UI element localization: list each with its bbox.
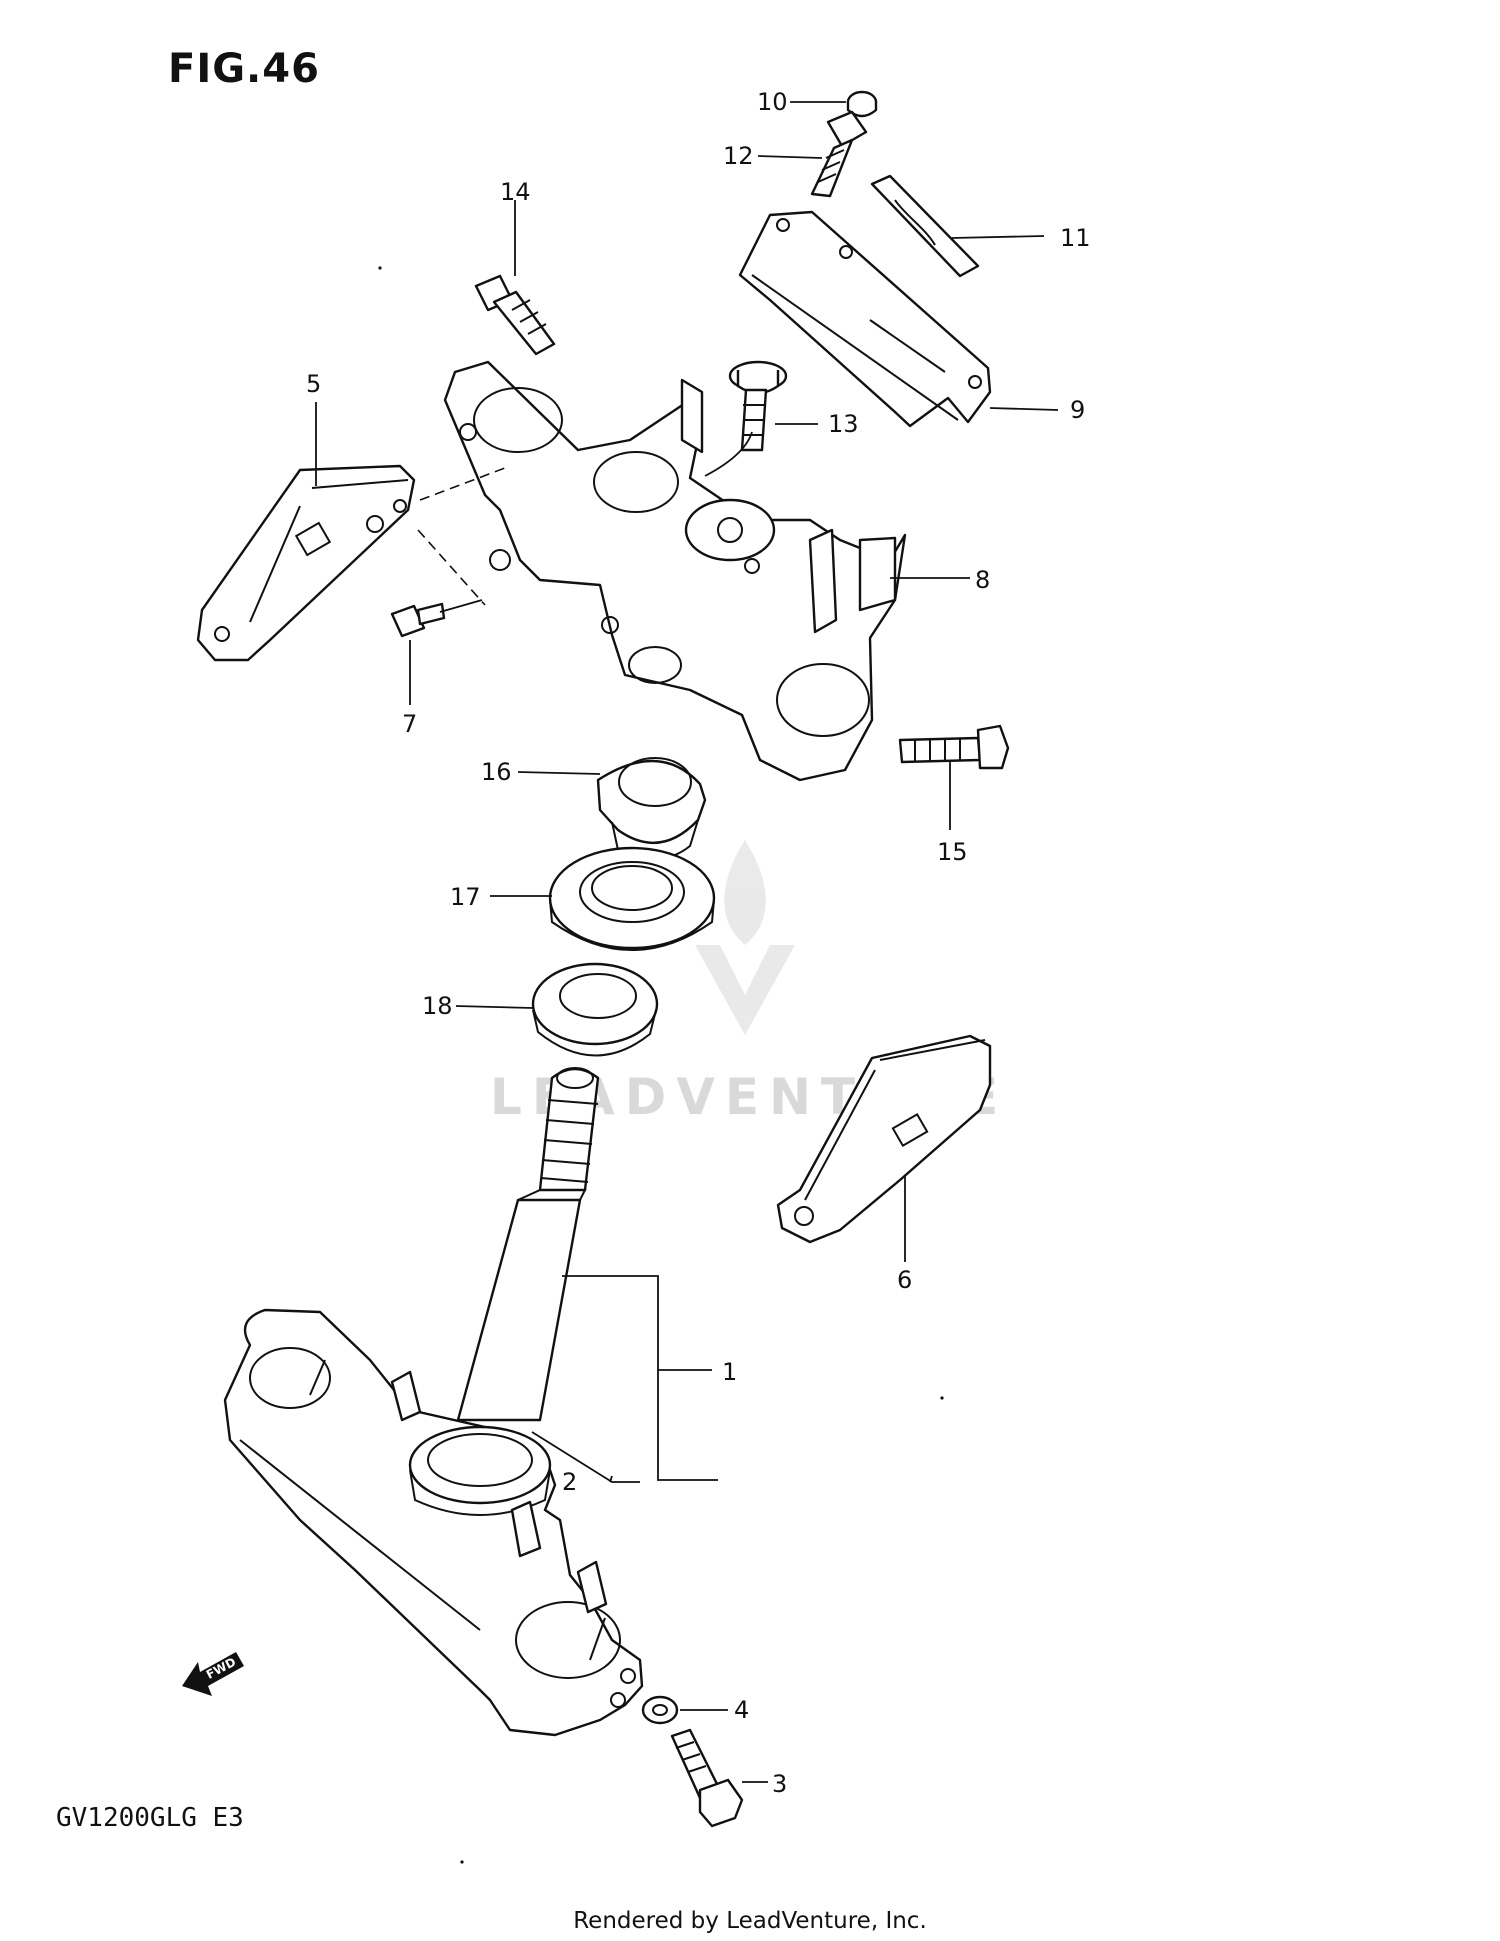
figure-title: FIG.46 <box>168 46 320 92</box>
speck <box>378 266 382 270</box>
part-7-screw <box>390 602 446 638</box>
speck <box>460 1860 464 1864</box>
footer-credit: Rendered by LeadVenture, Inc. <box>573 1908 927 1934</box>
callout-5: 5 <box>306 370 321 398</box>
callout-numbers: 1 2 3 4 5 6 7 8 9 10 11 12 13 14 15 16 1… <box>306 88 1091 1798</box>
callout-4: 4 <box>734 1696 749 1724</box>
part-3-bolt <box>670 1728 744 1828</box>
speck <box>940 1396 944 1400</box>
callout-17: 17 <box>450 883 481 911</box>
callout-10: 10 <box>757 88 788 116</box>
part-4-washer <box>641 1695 679 1725</box>
callout-14: 14 <box>500 178 531 206</box>
part-6-right-bracket <box>776 1034 992 1244</box>
callout-16: 16 <box>481 758 512 786</box>
part-11-emblem <box>870 174 980 278</box>
callout-2: 2 <box>562 1468 577 1496</box>
leader-lines <box>315 101 1059 1783</box>
part-18-bearing <box>531 962 659 1057</box>
callout-15: 15 <box>937 838 968 866</box>
part-5-left-bracket <box>196 464 506 662</box>
part-15-bolt <box>898 724 1010 770</box>
part-16-nut <box>596 757 707 861</box>
part-8-upper-bracket <box>443 360 907 782</box>
callout-7: 7 <box>402 710 417 738</box>
watermark-logo <box>695 840 795 1035</box>
part-1-steering-stem <box>223 1067 644 1737</box>
callout-11: 11 <box>1060 224 1091 252</box>
part-10-cap <box>846 90 878 118</box>
callout-12: 12 <box>723 142 754 170</box>
part-17-bearing-cover <box>548 846 716 951</box>
part-14-bolt <box>474 274 556 356</box>
model-code: GV1200GLG E3 <box>56 1803 244 1833</box>
callout-9: 9 <box>1070 396 1085 424</box>
part-13-bolt <box>728 360 788 452</box>
callout-13: 13 <box>828 410 859 438</box>
callout-1: 1 <box>722 1358 737 1386</box>
callout-8: 8 <box>975 566 990 594</box>
callout-6: 6 <box>897 1266 912 1294</box>
fwd-arrow-icon: FWD <box>182 1652 244 1696</box>
part-9-handlebar-cover <box>738 210 992 428</box>
callout-18: 18 <box>422 992 453 1020</box>
callout-3: 3 <box>772 1770 787 1798</box>
part-12-bolt <box>810 110 868 198</box>
